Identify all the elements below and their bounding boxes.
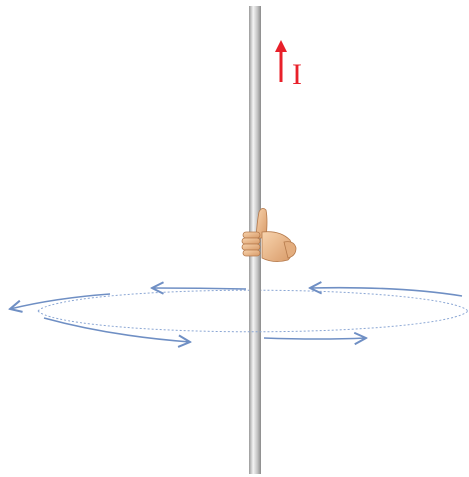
field-arrow-back-left [152,288,246,289]
field-direction-arrows [10,288,462,342]
arrow-up-icon [275,40,287,82]
current-label: I [292,58,302,91]
field-arrow-left-side [10,294,110,309]
field-arrow-front-right [264,338,366,339]
